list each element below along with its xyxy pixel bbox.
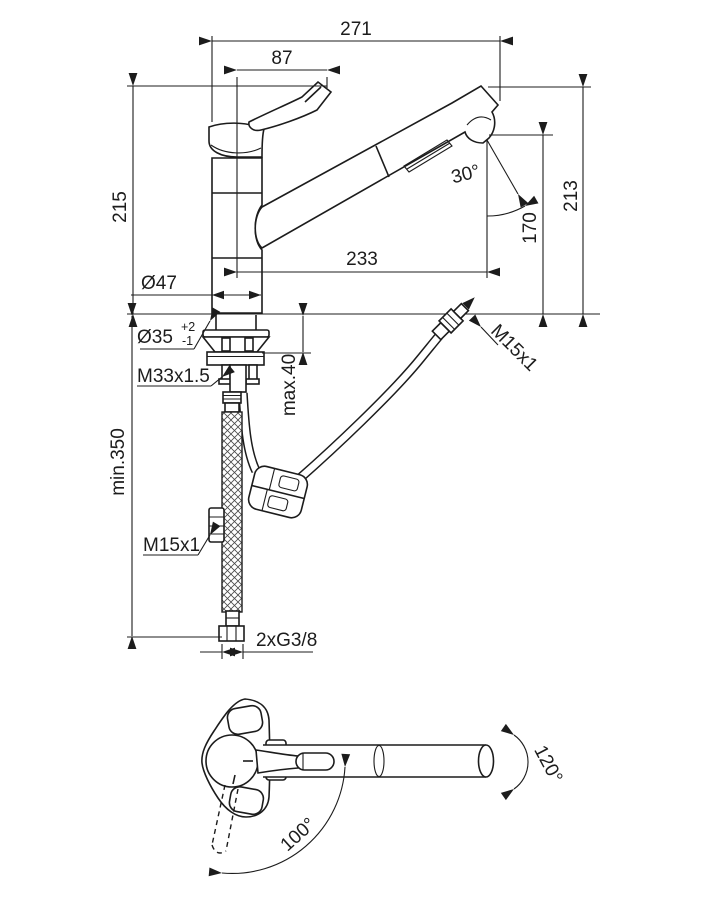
dim-hole-tol-lower: -1: [182, 334, 193, 348]
dim-height-left: 215: [110, 191, 131, 223]
dim-max-deck-thickness: max.40: [279, 354, 300, 416]
dim-mounting-thread: M33x1.5: [137, 366, 210, 387]
side-view: 271 87 215 213 170 233 30° Ø47: [108, 19, 600, 659]
dim-spray-angle: 30°: [449, 161, 482, 188]
spout: [254, 84, 500, 249]
dim-supply-connection: 2xG3/8: [256, 630, 317, 651]
escutcheon-flange: [202, 329, 270, 338]
shank-tube: [229, 364, 247, 393]
spout-swivel-arc: [500, 723, 529, 801]
pullout-joint-line: [375, 145, 390, 178]
spout-end: [477, 744, 495, 778]
dim-hose-thread-upper: M15x1: [486, 321, 541, 376]
handle-swivel-arc: [208, 753, 351, 877]
mounting-hardware: [201, 315, 271, 393]
dim-spout-swivel-angle: 120°: [529, 742, 566, 787]
supply-hex-nut: [218, 625, 245, 642]
dim-spout-reach: 233: [346, 249, 378, 270]
dim-outlet-height: 170: [520, 212, 541, 244]
dim-handle-projection: 87: [271, 48, 292, 69]
dim-handle-swivel-angle: 100°: [277, 814, 320, 856]
mounting-nut: [206, 351, 265, 366]
pullout-joint-plan: [373, 744, 385, 778]
hose-weight: [247, 465, 309, 519]
knob-seam: [304, 86, 322, 103]
plate-hole-top: [226, 704, 264, 736]
hose-connector: [431, 297, 475, 341]
plan-view: 100° 120°: [201, 698, 566, 877]
grip-detail: [403, 139, 453, 173]
dim-min-clearance: min.350: [108, 428, 129, 496]
faucet-body: [208, 80, 500, 314]
dimension-annotations: 271 87 215 213 170 233 30° Ø47: [108, 19, 591, 659]
braided-section: [221, 411, 243, 613]
dim-height-right: 213: [561, 180, 582, 212]
handle-lever: [208, 80, 333, 158]
hose-side-fitting: [208, 507, 225, 543]
dim-total-projection: 271: [340, 19, 372, 40]
handle-rod-plan: [295, 752, 335, 771]
hose-direction-arrow: [462, 297, 475, 310]
supply-hose: [208, 391, 245, 642]
dim-hose-thread-lower: M15x1: [143, 535, 200, 556]
pullout-hose: [238, 332, 443, 483]
aerator-detail: [466, 116, 492, 126]
dim-hole-tol-upper: +2: [181, 320, 195, 334]
dim-hole-diameter: Ø35: [137, 327, 173, 348]
dim-body-diameter: Ø47: [141, 273, 177, 294]
spray-head: [254, 84, 500, 249]
